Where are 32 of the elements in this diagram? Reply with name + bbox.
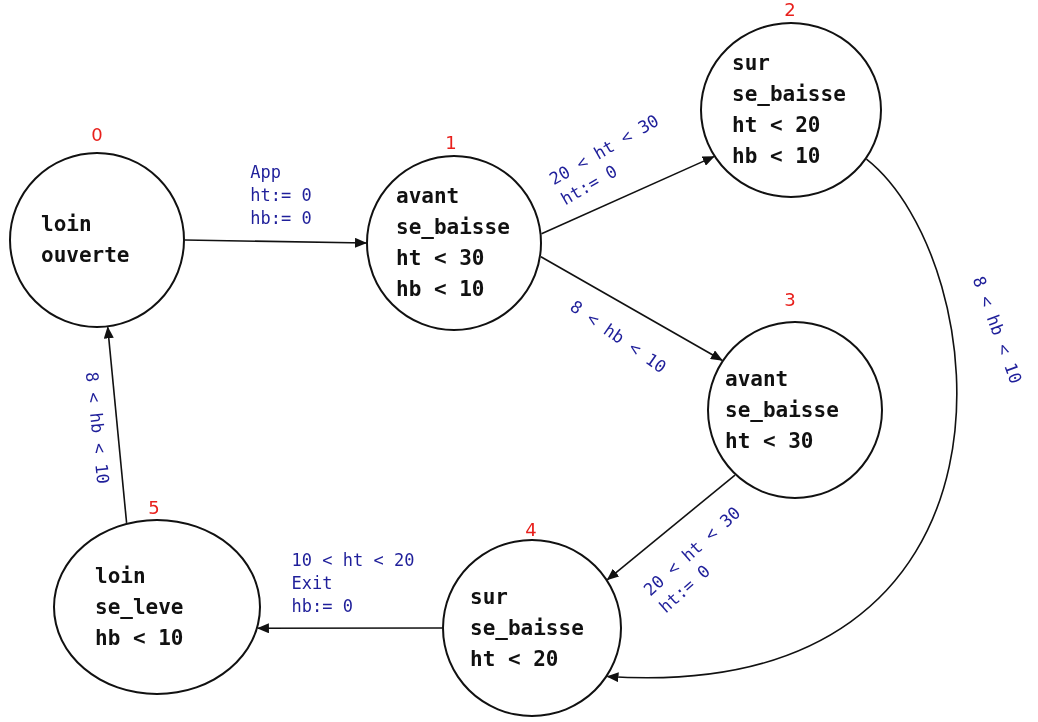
state-text: avant bbox=[725, 365, 789, 393]
state-text: ouverte bbox=[41, 242, 130, 269]
transition-arrow bbox=[606, 158, 958, 682]
state-text: ht < 30 bbox=[396, 245, 485, 272]
state-text: hb < 10 bbox=[95, 624, 184, 652]
state-text: se_baisse bbox=[725, 396, 839, 424]
state-text: se_baisse bbox=[732, 81, 846, 108]
state-text: sur bbox=[470, 583, 508, 611]
state-text: se_baisse bbox=[470, 614, 584, 642]
transition-arrow bbox=[540, 255, 723, 362]
state-text: loin bbox=[41, 211, 92, 238]
state-text: loin bbox=[95, 562, 146, 590]
state-text: hb < 10 bbox=[396, 276, 485, 303]
state-text: ht < 20 bbox=[732, 112, 821, 139]
transition-arrow bbox=[606, 474, 736, 581]
state-text: se_leve bbox=[95, 593, 184, 621]
state-text: hb < 10 bbox=[732, 143, 821, 170]
transition-arrow bbox=[540, 155, 715, 235]
state-number: 4 bbox=[525, 520, 537, 539]
state-number: 1 bbox=[445, 133, 457, 152]
state-number: 3 bbox=[784, 290, 796, 309]
transition-arrow bbox=[256, 623, 443, 634]
state-text: sur bbox=[732, 50, 770, 77]
transition-arrow bbox=[103, 326, 128, 524]
state-number: 2 bbox=[784, 0, 796, 19]
state-text: avant bbox=[396, 183, 460, 210]
state-text: ht < 20 bbox=[470, 645, 559, 673]
transition-arrow bbox=[184, 237, 367, 248]
state-text: ht < 30 bbox=[725, 427, 814, 455]
state-number: 0 bbox=[91, 125, 103, 144]
state-text: se_baisse bbox=[396, 214, 510, 241]
state-number: 5 bbox=[148, 498, 160, 517]
